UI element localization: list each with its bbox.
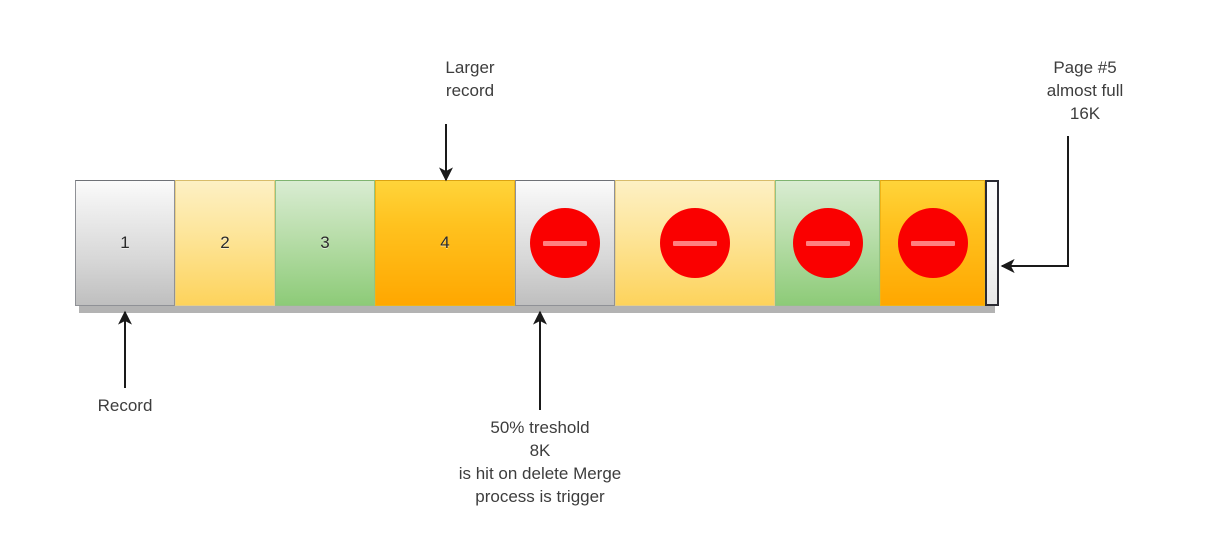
minus-glyph — [543, 240, 587, 246]
page-bar: 1 2 3 4 — [75, 180, 999, 313]
minus-glyph — [673, 240, 717, 246]
record-cell-1[interactable]: 1 — [75, 180, 175, 306]
deleted-record-minus-icon — [660, 208, 730, 278]
minus-glyph — [910, 240, 955, 246]
record-cell-label: 1 — [120, 233, 130, 252]
record-cell-strip: 1 2 3 4 — [75, 180, 999, 306]
record-cell-2[interactable]: 2 — [175, 180, 275, 306]
record-cell-3[interactable]: 3 — [275, 180, 375, 306]
record-cell-label: 2 — [220, 233, 230, 252]
record-cell-4[interactable]: 4 — [375, 180, 515, 306]
arrow-page-five — [1000, 136, 1069, 273]
record-cell-8[interactable] — [880, 180, 985, 306]
deleted-record-minus-icon — [897, 208, 968, 278]
minus-glyph — [805, 240, 850, 246]
annotation-record: Record — [97, 396, 153, 415]
record-cell-5[interactable] — [515, 180, 615, 306]
record-cell-label: 3 — [320, 233, 330, 252]
annotation-fifty-percent-threshold: 50% treshold 8K is hit on delete Merge p… — [458, 418, 622, 506]
record-cell-label: 4 — [440, 233, 450, 252]
annotation-larger-record: Larger record — [445, 58, 495, 100]
deleted-record-minus-icon — [792, 208, 863, 278]
record-cell-6[interactable] — [615, 180, 775, 306]
page-free-space-marker — [985, 180, 999, 306]
record-cell-7[interactable] — [775, 180, 880, 306]
annotation-page-five-almost-full: Page #5 almost full 16K — [1046, 58, 1124, 123]
deleted-record-minus-icon — [530, 208, 600, 278]
